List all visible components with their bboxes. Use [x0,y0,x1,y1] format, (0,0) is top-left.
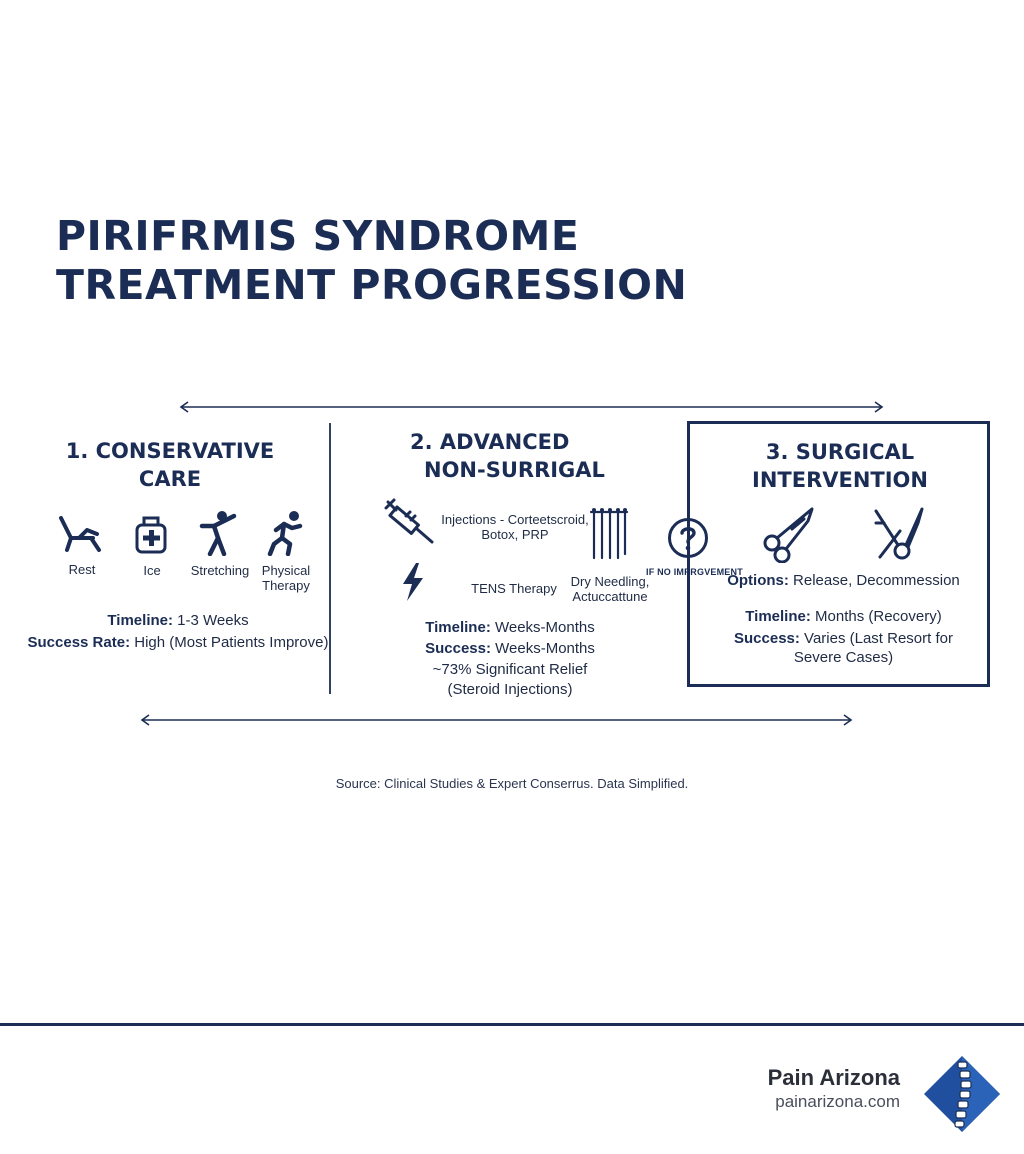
tens-label: TENS Therapy [471,581,557,596]
col-2-success-label: Success: [425,640,491,657]
title-line-2: TREATMENT PROGRESSION [56,261,688,309]
col-3-options-label: Options: [727,572,789,589]
col-1-success-label: Success Rate: [27,634,131,651]
col-3-success-line2: Severe Cases) [793,649,894,666]
spine-logo-icon [920,1052,1004,1136]
dry-needling-label: Dry Needling, Actuccattune [566,574,654,604]
col-advanced-title: 2. ADVANCED NON-SURRIGAL [380,428,650,484]
col-1-title-line1: 1. CONSERVATIVE [65,439,275,463]
physical-therapy-label: Physical Therapy [254,563,318,593]
col-2-success: Success: Weeks-Months [380,638,640,659]
scalpel-icon [872,505,928,563]
col-1-timeline-value: 1-3 Weeks [177,612,249,629]
col-1-success-value: High (Most Patients Improve) [134,634,329,651]
col-3-title-line2: INTERVENTION [752,468,928,492]
col-1-success: Success Rate: High (Most Patients Improv… [20,632,336,653]
col-3-timeline-value: Months (Recovery) [815,608,942,625]
injections-line1: Injections - Corteetscroid, [441,512,589,527]
col-1-timeline: Timeline: 1-3 Weeks [20,610,336,631]
ice-pack-icon [134,513,168,555]
running-person-icon [266,510,306,556]
dry-needling-line2: Actuccattune [572,589,648,604]
col-2-timeline-value: Weeks-Months [494,619,595,636]
col-2-success-value: Weeks-Months [495,640,595,657]
col-2-timeline: Timeline: Weeks-Months [380,617,640,638]
col-3-timeline-label: Timeline: [745,608,811,625]
surgical-box [687,421,990,687]
dry-needling-line1: Dry Needling, [570,574,650,589]
lightning-bolt-icon [400,562,426,602]
col-2-success-line2: ~73% Significant Relief [432,661,588,678]
footer-rule [0,1023,1024,1026]
col-2-title-line2: NON-SURRIGAL [424,458,605,482]
col-3-timeline: Timeline: Months (Recovery) [700,606,987,627]
source-note: Source: Clinical Studies & Expert Conser… [335,776,689,791]
stretching-label: Stretching [190,563,250,578]
if-no-improvement-label: IF NO IMPRGVEMENT [646,567,743,577]
title-line-1: PIRIFRMIS SYNDROME [56,212,580,260]
page-title: PIRIFRMIS SYNDROME TREATMENT PROGRESSION [56,212,756,310]
col-2-timeline-label: Timeline: [425,619,491,636]
col-3-options-value: Release, Decommession [793,572,960,589]
injections-line2: Botox, PRP [481,527,549,542]
col-3-options: Options: Release, Decommession [700,570,987,591]
rest-label: Rest [68,562,96,577]
brand-url: painarizona.com [775,1092,900,1111]
col-2-success-line3: (Steroid Injections) [447,681,573,698]
col-3-success-label: Success: [734,630,800,647]
col-surgical-title: 3. SURGICAL INTERVENTION [700,438,980,494]
col-conservative-title: 1. CONSERVATIVE CARE [40,437,300,493]
scissors-icon [762,505,818,563]
col-2-title-line1: 2. ADVANCED [410,430,570,454]
physical-therapy-line2: Therapy [262,578,310,593]
col-3-success-value: Varies (Last Resort for [804,630,953,647]
syringe-icon [384,498,436,546]
ice-label: Ice [143,563,161,578]
needles-icon [589,506,629,560]
injections-label: Injections - Corteetscroid, Botox, PRP [440,512,590,542]
col-1-timeline-label: Timeline: [107,612,173,629]
col-3-title-line1: 3. SURGICAL [765,440,915,464]
lounge-chair-icon [57,512,105,554]
col-1-title-line2: CARE [138,467,202,491]
stretching-person-icon [198,510,240,556]
physical-therapy-line1: Physical [261,563,311,578]
col-3-success: Success: Varies (Last Resort for [700,628,987,649]
brand-name: Pain Arizona [767,1065,900,1090]
